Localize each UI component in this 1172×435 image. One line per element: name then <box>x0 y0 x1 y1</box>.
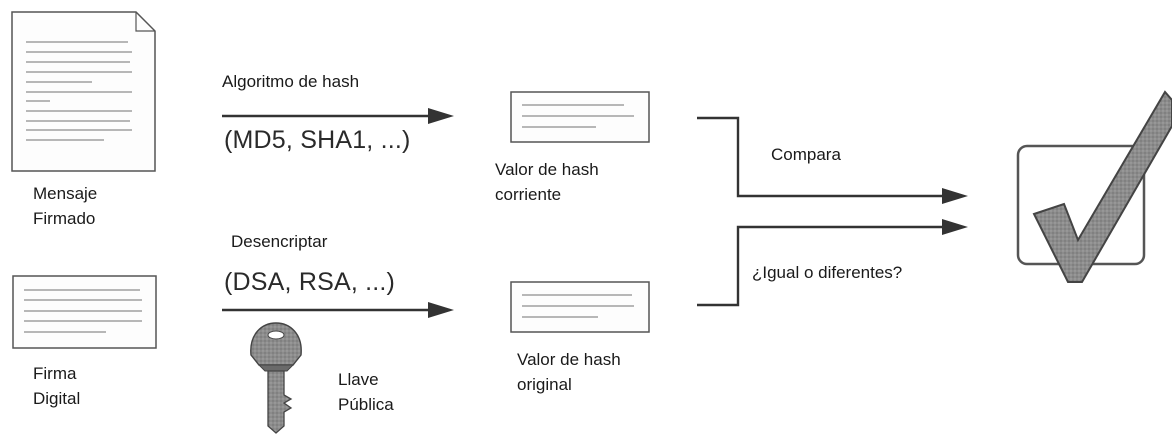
document-icon <box>11 11 156 172</box>
hash-algorithm-examples: (MD5, SHA1, ...) <box>224 126 411 154</box>
checkmark-box-icon <box>1016 90 1172 283</box>
current-hash-label: Valor de hash corriente <box>495 160 599 204</box>
original-hash-label: Valor de hash original <box>517 350 621 394</box>
equal-or-different-label: ¿Igual o diferentes? <box>752 263 903 282</box>
public-key-label: Llave Pública <box>338 370 394 414</box>
decrypt-label: Desencriptar <box>231 232 328 251</box>
compare-arrow-lower <box>697 219 968 307</box>
hash-algorithm-label: Algoritmo de hash <box>222 72 360 91</box>
decrypt-examples: (DSA, RSA, ...) <box>224 268 396 296</box>
signature-card-icon <box>12 275 157 349</box>
digital-signature-label: Firma Digital <box>33 364 81 408</box>
original-hash-card-icon <box>510 281 650 333</box>
key-icon <box>250 322 302 434</box>
hash-arrow <box>222 108 454 124</box>
current-hash-card-icon <box>510 91 650 143</box>
signed-message-label: Mensaje Firmado <box>33 184 98 228</box>
compare-arrow-upper <box>697 116 968 204</box>
decrypt-arrow <box>222 302 454 318</box>
compare-label: Compara <box>771 145 841 164</box>
